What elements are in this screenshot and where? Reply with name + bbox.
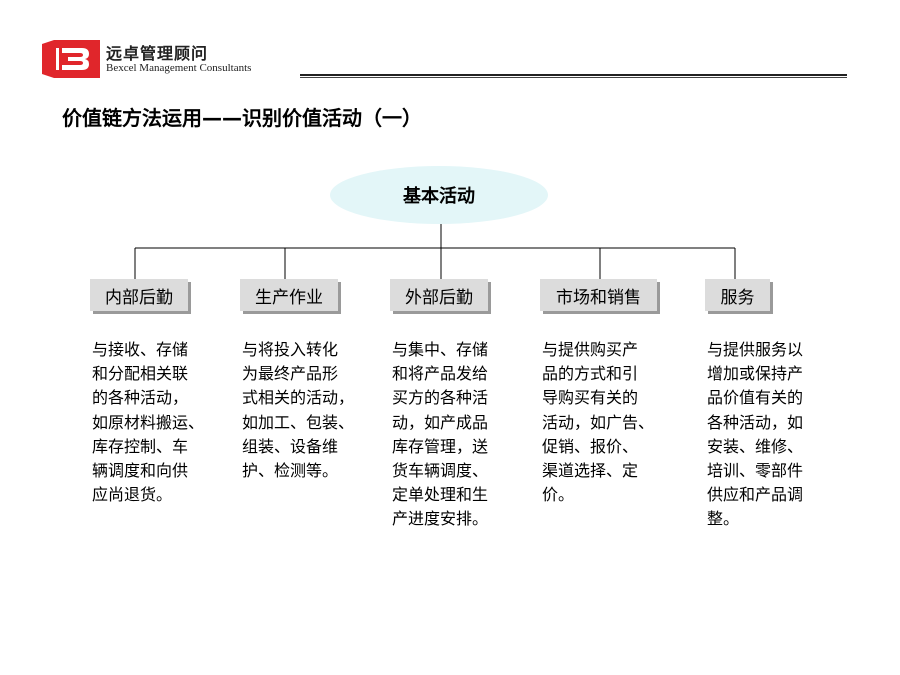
header-rule-thin [300, 77, 847, 78]
category-description-service: 与提供服务以 增加或保持产 品价值有关的 各种活动，如 安装、维修、 培训、零部… [707, 340, 804, 529]
category-label: 服务 [720, 287, 755, 308]
root-node: 基本活动 [330, 166, 548, 224]
bexcel-logo-icon [42, 40, 100, 78]
category-box-inbound-logistics: 内部后勤 [90, 279, 188, 311]
header-rule [300, 74, 847, 76]
category-box-operations: 生产作业 [240, 279, 338, 311]
category-box-marketing-sales: 市场和销售 [540, 279, 657, 311]
category-description-marketing-sales: 与提供购买产 品的方式和引 导购买有关的 活动，如广告、 促销、报价、 渠道选择… [542, 340, 655, 505]
page-title: 价值链方法运用——识别价值活动（一） [62, 106, 422, 130]
category-box-outbound-logistics: 外部后勤 [390, 279, 488, 311]
root-label: 基本活动 [403, 186, 475, 207]
category-description-outbound-logistics: 与集中、存储 和将产品发给 买方的各种活 动，如产成品 库存管理，送 货车辆调度… [392, 340, 489, 529]
category-label: 内部后勤 [105, 287, 173, 308]
category-label: 市场和销售 [556, 287, 641, 308]
category-label: 外部后勤 [405, 287, 473, 308]
category-description-operations: 与将投入转化 为最终产品形 式相关的活动， 如加工、包装、 组装、设备维 护、检… [242, 340, 355, 481]
brand-name-en: Bexcel Management Consultants [106, 62, 252, 74]
category-box-service: 服务 [705, 279, 770, 311]
category-description-inbound-logistics: 与接收、存储 和分配相关联 的各种活动， 如原材料搬运、 库存控制、车 辆调度和… [92, 340, 205, 505]
brand-name-cn: 远卓管理顾问 [106, 44, 209, 63]
category-label: 生产作业 [255, 287, 323, 308]
